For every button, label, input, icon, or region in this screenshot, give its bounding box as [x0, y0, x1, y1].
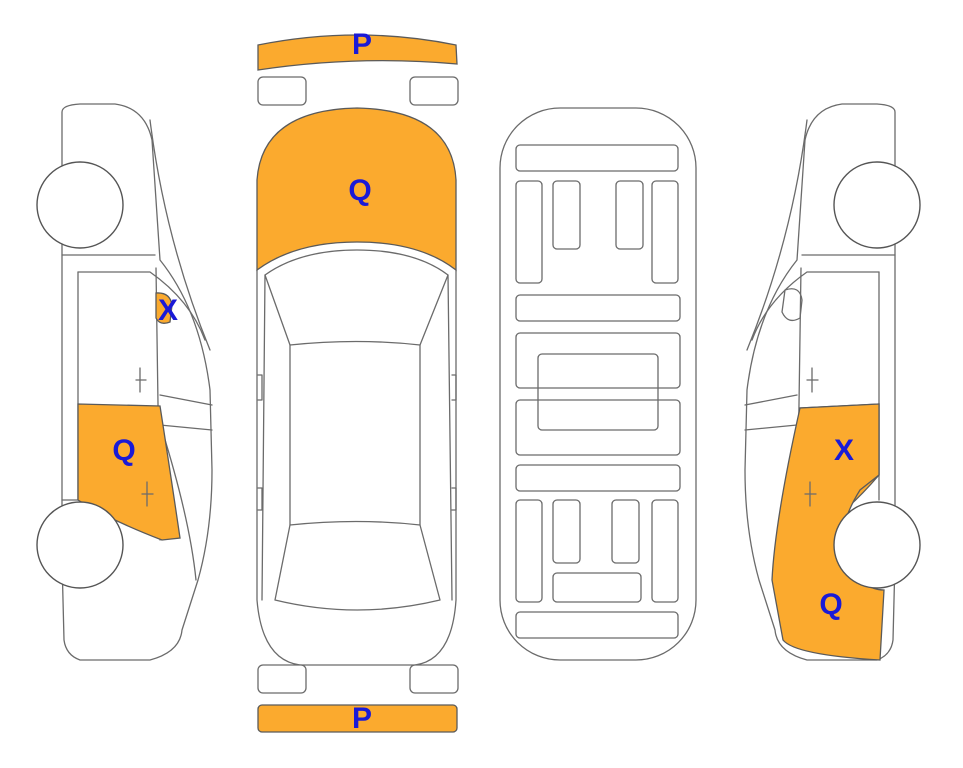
right-side-mirror-lines	[745, 395, 797, 430]
rear-right-light	[410, 665, 458, 693]
underbody-outline	[500, 108, 696, 660]
top-view-roof	[290, 345, 420, 525]
underbody-mid-upper	[516, 333, 680, 388]
front-right-light	[410, 77, 458, 105]
top-view-mirror-stubs	[258, 375, 456, 400]
top-view	[257, 35, 458, 732]
underbody-front-right-box	[616, 181, 643, 249]
right-rear-wheel	[834, 162, 920, 248]
underbody-rear-box	[553, 573, 641, 602]
underbody-front-bar	[516, 145, 678, 171]
rear-bumper-label: P	[352, 702, 372, 735]
top-view-handle-stubs	[258, 488, 456, 510]
underbody-view	[500, 108, 696, 660]
underbody-rear-right-rail	[652, 500, 678, 602]
left-side-mirror-lines	[160, 395, 212, 430]
left-mirror-label: X	[158, 294, 178, 327]
top-view-rear-window	[275, 525, 440, 610]
hood-label: Q	[348, 174, 371, 207]
underbody-mid-lower	[516, 400, 680, 455]
underbody-rear-bar	[516, 612, 678, 638]
underbody-rear-left-rail	[516, 500, 542, 602]
underbody-cross-bar-1	[516, 295, 680, 321]
left-rear-door-handle	[136, 368, 146, 392]
right-front-door-label: X	[834, 434, 854, 467]
underbody-cross-bar-2	[516, 465, 680, 491]
underbody-rear-right-box	[612, 500, 639, 563]
front-bumper-label: P	[352, 28, 372, 61]
left-front-door-label: Q	[112, 434, 135, 467]
top-view-windshield	[265, 250, 448, 345]
left-rear-wheel	[37, 162, 123, 248]
front-left-light	[258, 77, 306, 105]
right-rear-door-handle	[807, 368, 818, 392]
right-side-windshield-edge	[747, 120, 807, 350]
left-front-wheel	[37, 502, 123, 588]
underbody-front-right-rail	[652, 181, 678, 283]
underbody-front-left-box	[553, 181, 580, 249]
underbody-front-left-rail	[516, 181, 542, 283]
right-front-fender-label: Q	[819, 588, 842, 621]
right-front-wheel	[834, 502, 920, 588]
rear-left-light	[258, 665, 306, 693]
right-side-mirror	[782, 289, 802, 321]
underbody-center-panel	[538, 354, 658, 430]
underbody-rear-left-box	[553, 500, 580, 563]
